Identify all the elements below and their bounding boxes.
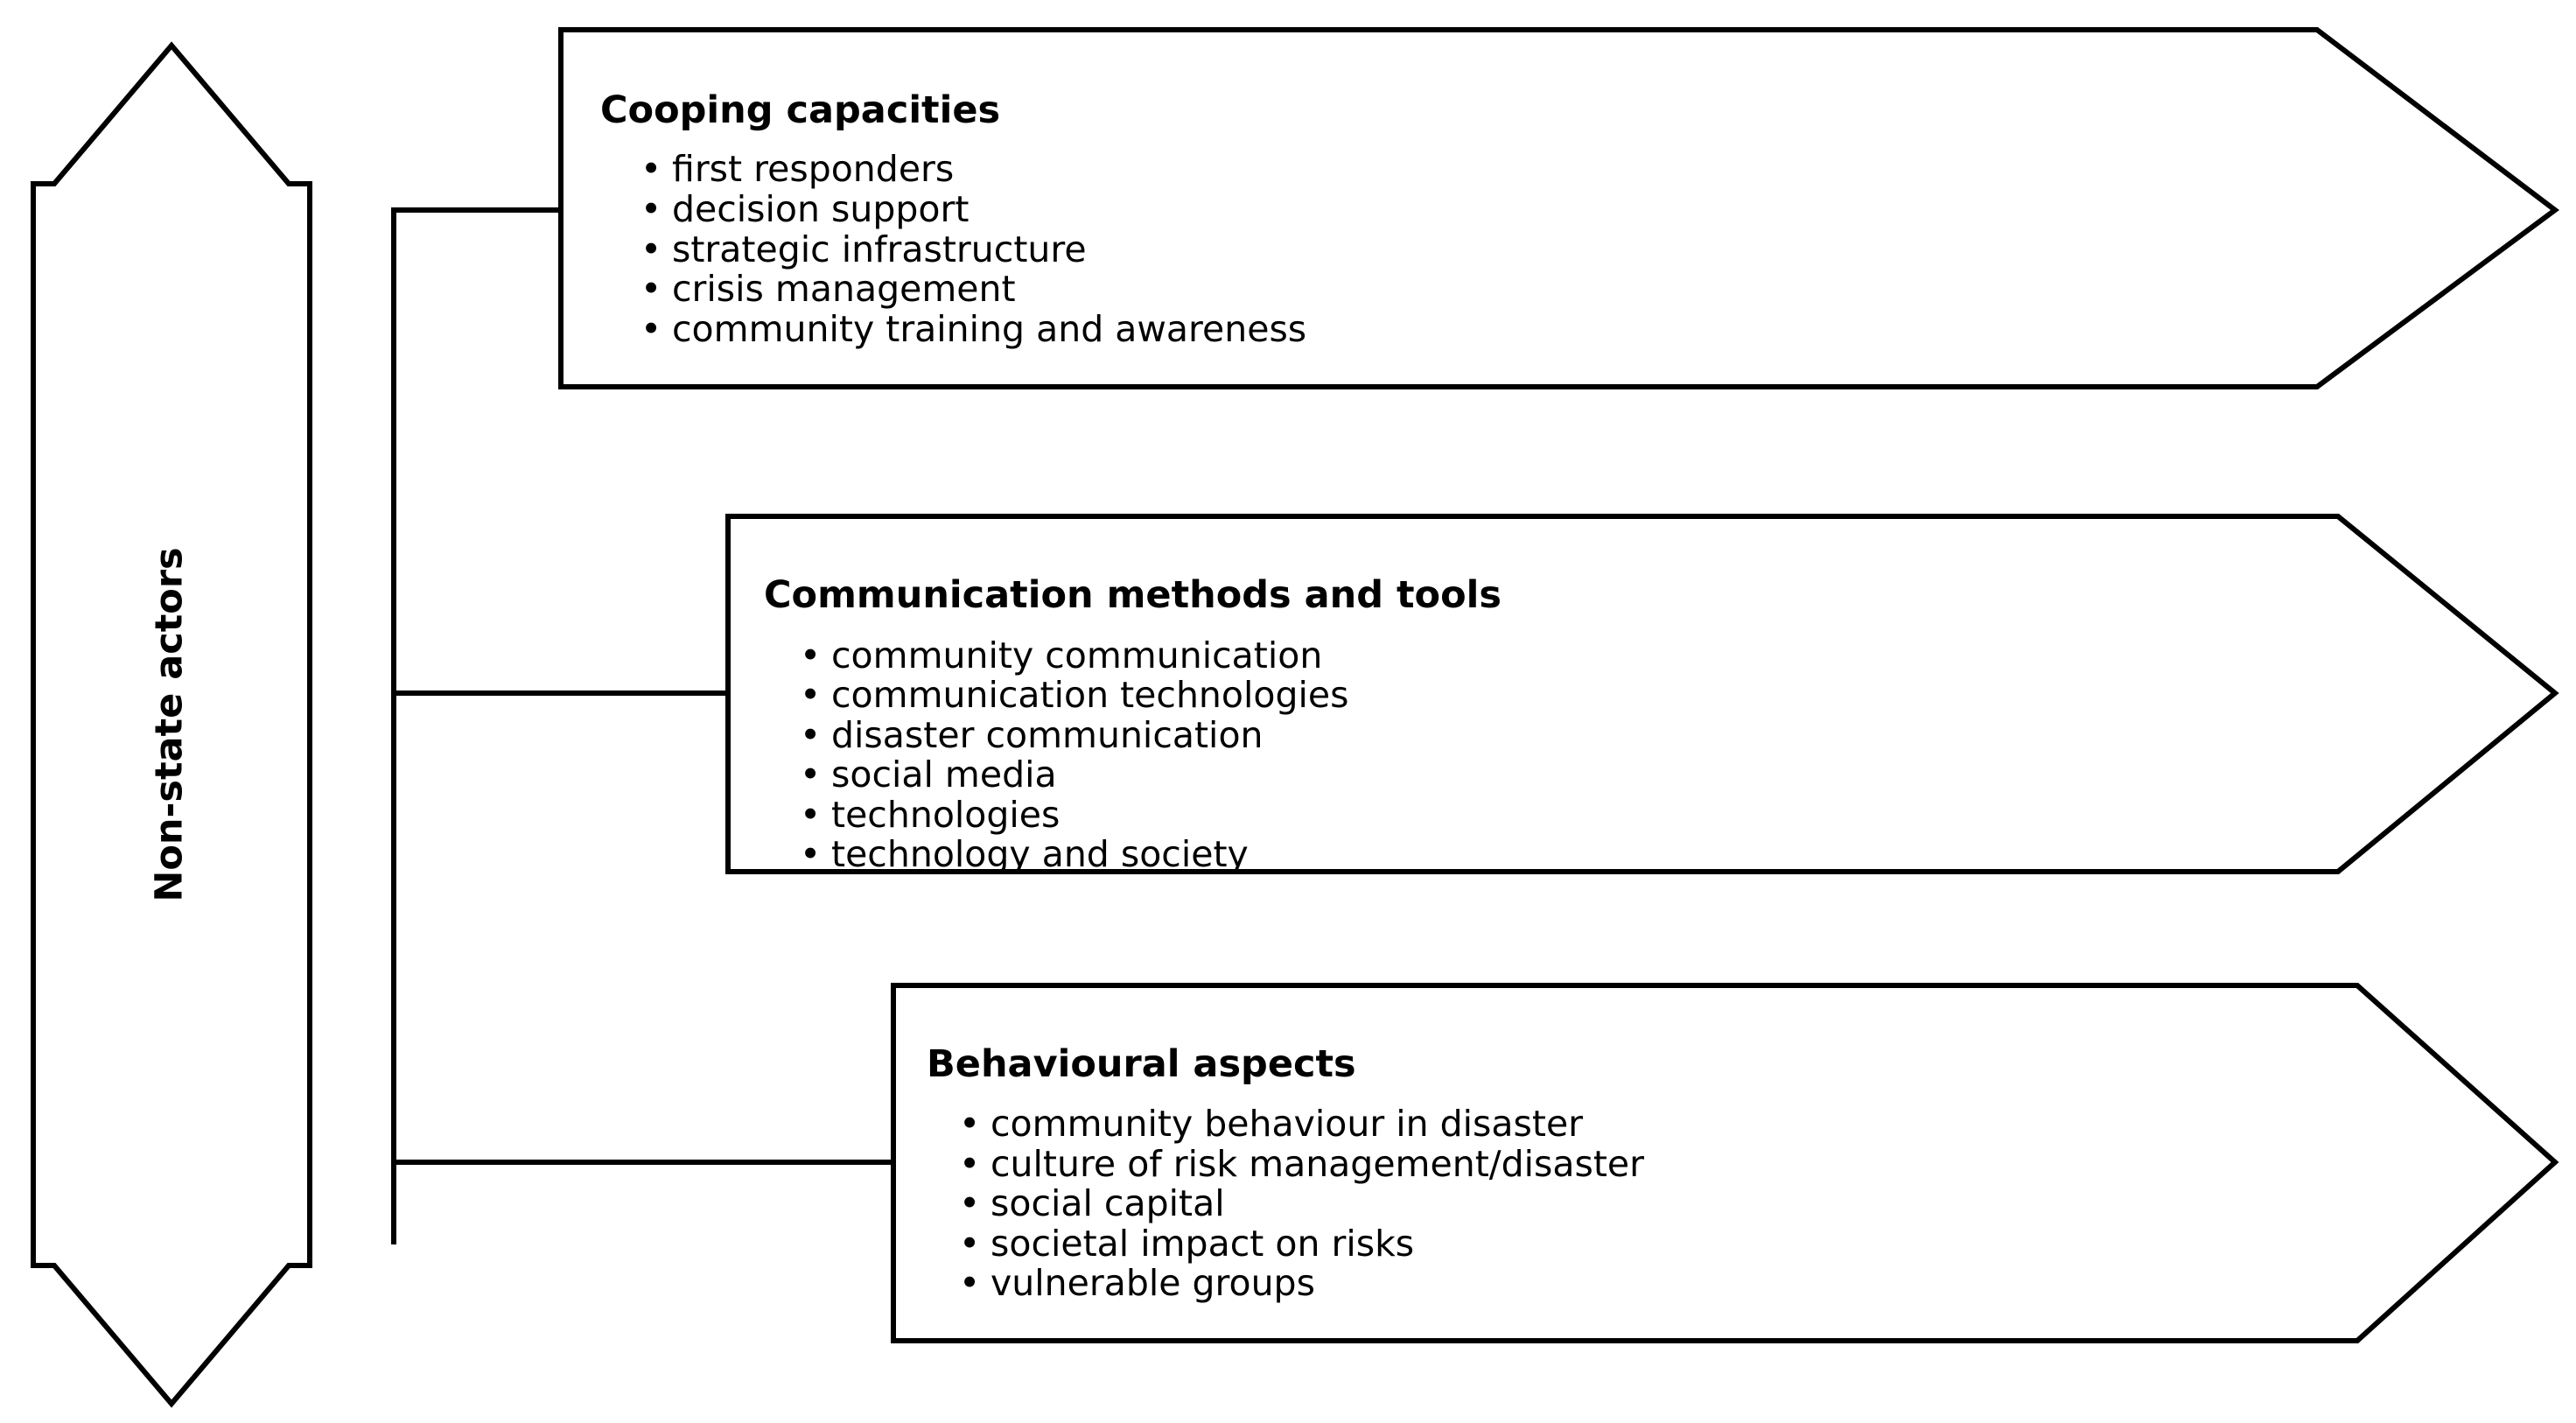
list-item: disaster communication [831,714,1264,756]
list-item: community behaviour in disaster [990,1103,1583,1145]
double-arrow-shape [31,41,312,1408]
list-bullet: • [800,634,821,676]
box-title: Behavioural aspects [927,1042,1356,1086]
box-title: Cooping capacities [600,88,1000,132]
side-label: Non-state actors [148,547,192,901]
box-title: Communication methods and tools [764,573,1502,617]
list-bullet: • [640,268,662,310]
list-bullet: • [959,1103,980,1145]
list-bullet: • [800,714,821,756]
list-item: societal impact on risks [990,1223,1414,1265]
list-item: strategic infrastructure [672,228,1087,270]
list-item: vulnerable groups [990,1262,1315,1304]
item-list: • community communication • communicatio… [800,634,1348,875]
list-bullet: • [959,1143,980,1185]
list-item: communication technologies [831,674,1348,716]
list-item: technology and society [831,833,1249,875]
item-list: • community behaviour in disaster • cult… [959,1103,1644,1304]
list-item: crisis management [672,268,1016,310]
box-behavioural-aspects: Behavioural aspects • community behaviou… [891,983,2559,1343]
list-bullet: • [959,1223,980,1265]
list-item: community communication [831,634,1322,676]
list-bullet: • [640,188,662,230]
list-item: first responders [672,148,954,190]
box-communication-methods-and-tools: Communication methods and tools • commun… [725,514,2559,875]
pentagon-arrow-shape [558,27,2560,389]
box-cooping-capacities: Cooping capacities • first responders • … [558,27,2560,389]
list-bullet: • [800,754,821,796]
list-bullet: • [800,794,821,836]
list-item: social capital [990,1182,1225,1224]
list-item: decision support [672,188,969,230]
list-bullet: • [959,1262,980,1304]
list-bullet: • [640,228,662,270]
list-bullet: • [959,1182,980,1224]
list-item: social media [831,754,1057,796]
list-bullet: • [640,148,662,190]
list-bullet: • [800,674,821,716]
list-bullet: • [800,833,821,875]
pentagon-arrow-shape [891,983,2559,1343]
item-list: • first responders • decision support • … [640,148,1306,350]
list-item: culture of risk management/disaster [990,1143,1644,1185]
list-bullet: • [640,308,662,350]
pentagon-arrow-shape [725,514,2559,874]
list-item: community training and awareness [672,308,1306,350]
list-item: technologies [831,794,1060,836]
